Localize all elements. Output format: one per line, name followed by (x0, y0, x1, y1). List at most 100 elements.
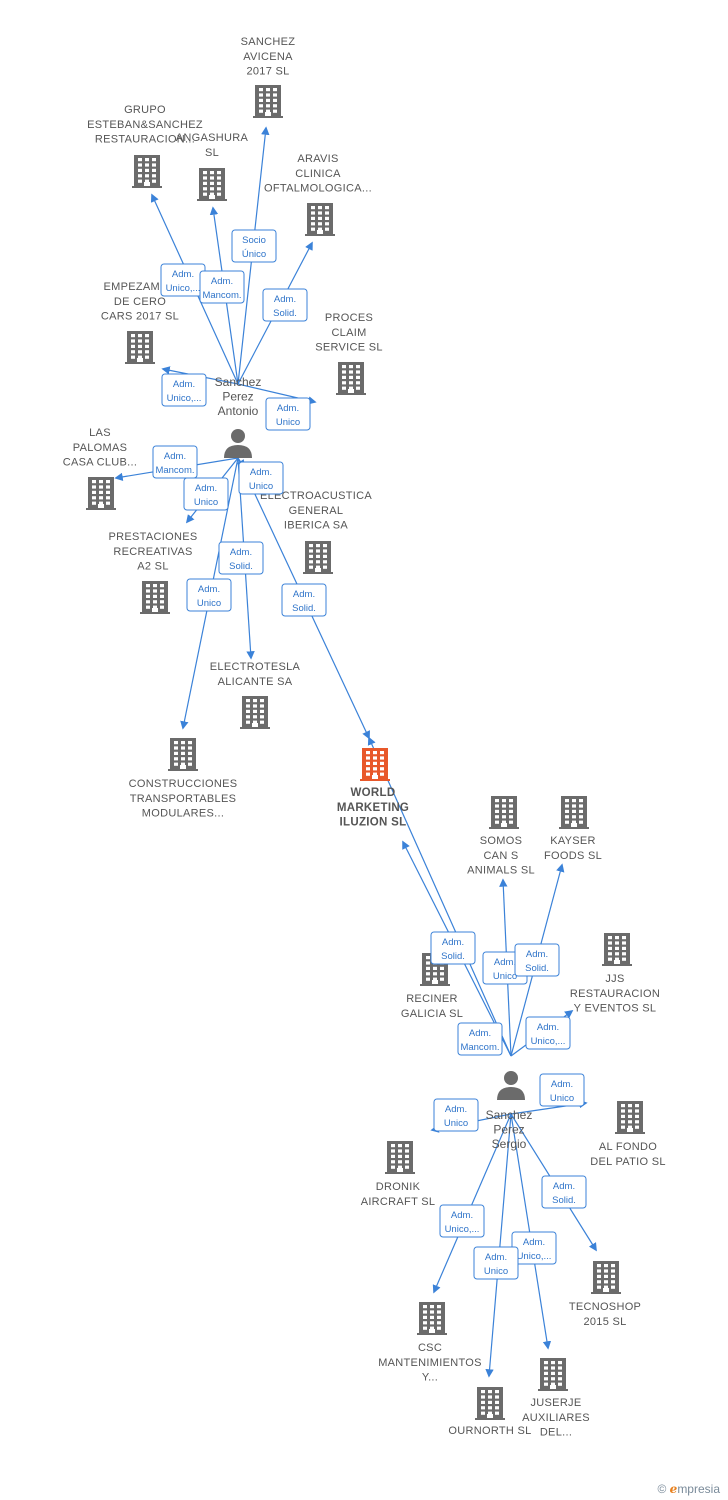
role-badge[interactable]: Adm.Unico (238, 461, 284, 495)
role-badge[interactable]: Adm.Solid. (262, 288, 308, 322)
company-name-line: RESTAURACION... (95, 134, 195, 146)
company-name-line: ELECTROACUSTICA (260, 490, 372, 502)
role-text: Adm. (451, 1210, 473, 1221)
company-name-line: JJS (605, 973, 624, 985)
company-name-line: WORLD (351, 787, 396, 799)
building-icon (591, 1261, 621, 1294)
role-text: Unico,... (166, 283, 201, 294)
company-name: CSCMANTENIMIENTOSY... (378, 1342, 481, 1384)
role-badge[interactable]: Adm.Solid. (541, 1175, 587, 1209)
role-badge[interactable]: Adm.Mancom. (152, 445, 198, 479)
company-name-line: GENERAL (289, 505, 344, 517)
role-text: Solid. (273, 308, 297, 319)
person-name-line: Sergio (492, 1137, 527, 1151)
role-badge[interactable]: Adm.Unico (473, 1246, 519, 1280)
company-node[interactable]: CONSTRUCCIONESTRANSPORTABLESMODULARES... (129, 738, 238, 820)
role-badge[interactable]: Adm.Solid. (218, 541, 264, 575)
company-name-line: 2015 SL (583, 1316, 626, 1328)
brand-initial: e (669, 1482, 678, 1496)
company-name-line: CSC (418, 1342, 442, 1354)
role-text: Adm. (523, 1237, 545, 1248)
role-badge[interactable]: Adm.Unico (433, 1098, 479, 1132)
role-badge[interactable]: Adm.Unico (539, 1073, 585, 1107)
role-badge[interactable]: Adm.Solid. (514, 943, 560, 977)
brand-name: mpresia (677, 1482, 720, 1496)
role-badge[interactable]: Adm.Unico (265, 397, 311, 431)
person-name-line: Antonio (218, 404, 259, 418)
company-name-line: AVICENA (243, 51, 293, 63)
role-badge[interactable]: Adm.Unico,... (439, 1204, 485, 1238)
company-node[interactable]: TECNOSHOP 2015 SL (569, 1261, 641, 1328)
role-badge[interactable]: Adm.Solid. (281, 583, 327, 617)
role-text: Adm. (445, 1104, 467, 1115)
role-text: Unico (550, 1093, 574, 1104)
role-text: Adm. (537, 1022, 559, 1033)
role-text: Unico,... (167, 393, 202, 404)
person-icon (497, 1071, 525, 1100)
role-badge[interactable]: Adm.Unico (186, 578, 232, 612)
role-badge[interactable]: Adm.Mancom. (457, 1022, 503, 1056)
role-text: Único (242, 249, 266, 260)
person-icon (224, 429, 252, 458)
role-badge[interactable]: Adm. Unico,... (525, 1016, 571, 1050)
role-badge[interactable]: Adm.Solid. (430, 931, 476, 965)
company-name-line: TECNOSHOP (569, 1301, 641, 1313)
company-node[interactable]: CSCMANTENIMIENTOSY... (378, 1302, 482, 1384)
company-name: TECNOSHOP 2015 SL (569, 1301, 641, 1328)
building-icon (253, 85, 283, 118)
company-node[interactable]: OURNORTH SL (448, 1387, 531, 1437)
role-badge[interactable]: Adm. Mancom. (199, 270, 245, 304)
role-text: Unico,... (531, 1036, 566, 1047)
role-badge[interactable]: Adm.Unico,... (511, 1231, 557, 1265)
person-name-line: Perez (222, 390, 253, 404)
company-node[interactable]: JUSERJEAUXILIARESDEL... (522, 1358, 590, 1439)
role-text: Adm. (494, 957, 516, 968)
role-text: Adm. (442, 937, 464, 948)
company-node[interactable]: ARAVISCLINICAOFTALMOLOGICA... (264, 153, 372, 236)
role-text: Mancom. (202, 290, 241, 301)
role-text: Unico (493, 971, 517, 982)
company-name-line: MODULARES... (142, 808, 224, 820)
role-text: Adm. (211, 276, 233, 287)
company-node[interactable]: GRUPOESTEBAN&SANCHEZRESTAURACION... (87, 104, 203, 188)
company-name-line: ARAVIS (297, 153, 338, 165)
building-icon (360, 748, 390, 781)
role-text: Unico (484, 1266, 508, 1277)
company-name-line: JUSERJE (531, 1397, 582, 1409)
company-name-line: CONSTRUCCIONES (129, 778, 238, 790)
company-name-line: CASA CLUB... (63, 457, 138, 469)
role-badge[interactable]: Adm.Unico,... (160, 263, 206, 297)
role-text: Adm. (230, 547, 252, 558)
company-name-line: OFTALMOLOGICA... (264, 183, 372, 195)
role-badge[interactable]: Adm.Unico (183, 477, 229, 511)
building-icon (475, 1387, 505, 1420)
role-badge[interactable]: Adm.Unico,... (161, 373, 207, 407)
